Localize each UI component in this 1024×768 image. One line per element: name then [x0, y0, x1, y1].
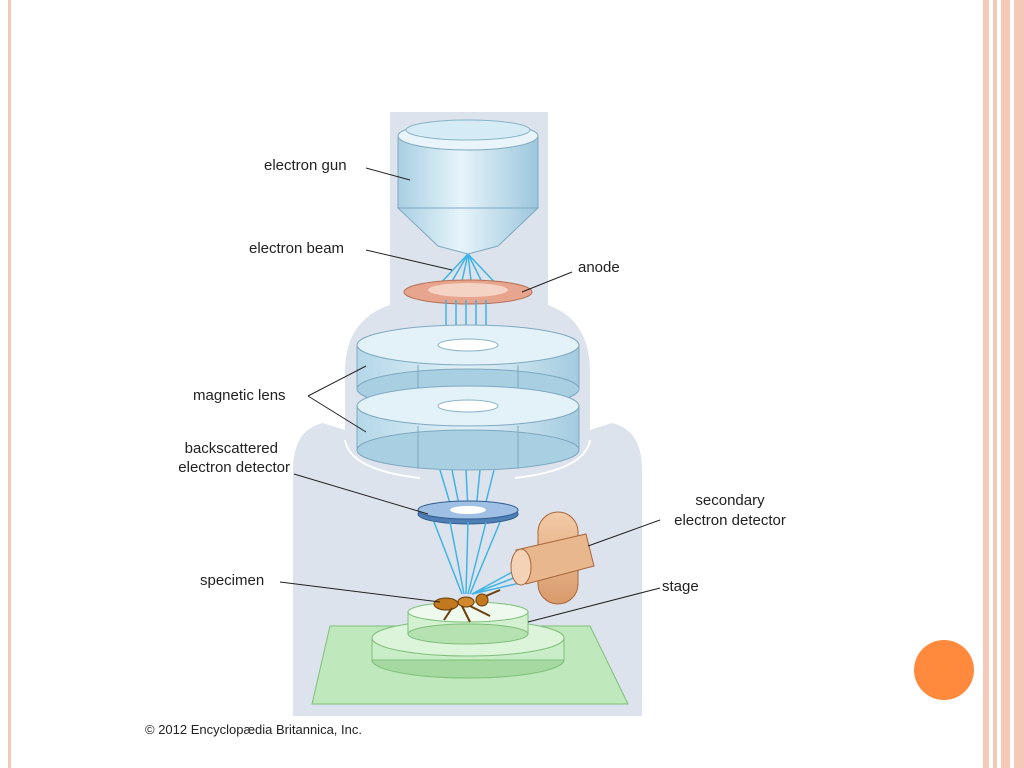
label-stage: stage	[662, 578, 699, 595]
label-electron-gun: electron gun	[264, 157, 347, 174]
label-magnetic-lens: magnetic lens	[193, 387, 286, 404]
label-secondary-1: secondary	[695, 492, 765, 509]
specimen-ant	[433, 589, 501, 623]
backscattered-detector	[417, 500, 519, 525]
label-backscattered-2: electron detector	[178, 459, 290, 476]
anode	[403, 279, 533, 305]
right-frame-stripes	[983, 0, 1024, 768]
stage	[311, 601, 629, 705]
leader-lines	[279, 167, 661, 623]
housing-highlight	[344, 439, 591, 479]
accent-dot	[914, 640, 974, 700]
label-backscattered-1: backscattered	[184, 440, 278, 457]
label-specimen: specimen	[200, 572, 265, 589]
electron-beam-specimen	[433, 521, 501, 595]
label-electron-beam: electron beam	[249, 240, 345, 257]
electron-gun	[396, 119, 540, 255]
label-anode: anode	[578, 259, 620, 276]
label-secondary-2: electron detector	[674, 512, 786, 529]
magnetic-lens-lower	[356, 385, 580, 471]
copyright-text: © 2012 Encyclopædia Britannica, Inc.	[145, 722, 362, 737]
secondary-detector	[510, 511, 595, 605]
left-frame-border	[8, 0, 11, 768]
